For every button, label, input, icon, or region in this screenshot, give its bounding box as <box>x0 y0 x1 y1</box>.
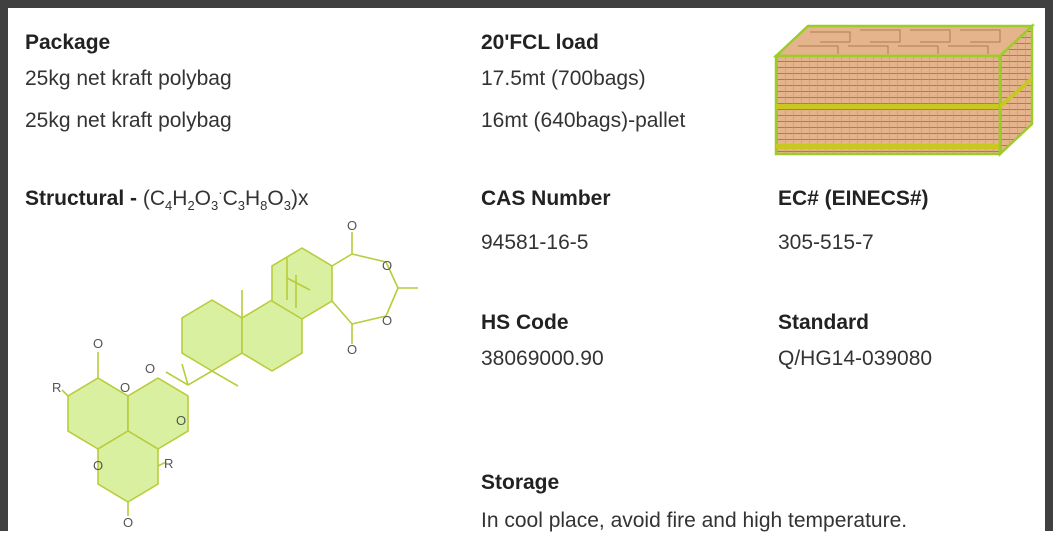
ring-bond-a <box>331 253 353 267</box>
pallet-layer-side <box>1000 76 1032 109</box>
ring-bond-d <box>385 261 399 289</box>
carbonyl-bond <box>181 363 189 386</box>
ec-label: EC# (EINECS#) <box>778 187 929 210</box>
package-line-1: 25kg net kraft polybag <box>25 67 232 90</box>
top-bag-outlines <box>798 29 1001 54</box>
atom-o-3: O <box>382 313 392 328</box>
atom-o-5: O <box>145 361 155 376</box>
hs-label: HS Code <box>481 311 569 334</box>
structural-formula: (C4H2O3·C3H8O3)x <box>142 185 309 214</box>
atom-o-10: O <box>123 515 133 530</box>
package-line-2: 25kg net kraft polybag <box>25 109 232 132</box>
atom-o-1: O <box>347 218 357 233</box>
pallet-container-illustration <box>772 23 1036 157</box>
cas-label: CAS Number <box>481 187 611 210</box>
methyl-bond-2 <box>211 370 239 387</box>
structural-label: Structural - <box>25 187 138 210</box>
hs-value: 38069000.90 <box>481 347 604 370</box>
atom-o-4: O <box>347 342 357 357</box>
pallet-layer-2 <box>776 144 1000 149</box>
cas-value: 94581-16-5 <box>481 231 589 254</box>
atom-r-2: R <box>164 456 173 471</box>
storage-value: In cool place, avoid fire and high tempe… <box>481 509 908 532</box>
fcl-line-2: 16mt (640bags)-pallet <box>481 109 686 132</box>
chemical-structure-diagram: O O O O O O O O O O R R <box>52 218 418 530</box>
standard-label: Standard <box>778 311 870 334</box>
fcl-label: 20'FCL load <box>481 31 599 54</box>
ring-bond-c <box>351 253 387 263</box>
ring-bond-f <box>385 287 399 317</box>
pallet-layer-1 <box>776 104 1000 109</box>
atom-o-6: O <box>176 413 186 428</box>
storage-label: Storage <box>481 471 560 494</box>
standard-value: Q/HG14-039080 <box>778 347 933 370</box>
structural-heading: Structural - (C4H2O3·C3H8O3)x <box>25 185 309 214</box>
ring-fused-1 <box>181 299 243 372</box>
ring-bond-i <box>331 300 353 325</box>
bridge-bond-2 <box>286 277 311 291</box>
r-bond-right <box>157 461 167 467</box>
ec-value: 305-515-7 <box>778 231 874 254</box>
atom-o-9: O <box>93 458 103 473</box>
ester-bond-2 <box>165 371 189 386</box>
atom-o-8: O <box>120 380 130 395</box>
ester-bond-1 <box>187 370 213 386</box>
atom-o-2: O <box>382 258 392 273</box>
package-label: Package <box>25 31 111 54</box>
r-bond-left <box>61 389 69 397</box>
atom-r-1: R <box>52 380 61 395</box>
fcl-line-1: 17.5mt (700bags) <box>481 67 646 90</box>
ring-bond-g <box>351 315 387 325</box>
atom-o-7: O <box>93 336 103 351</box>
